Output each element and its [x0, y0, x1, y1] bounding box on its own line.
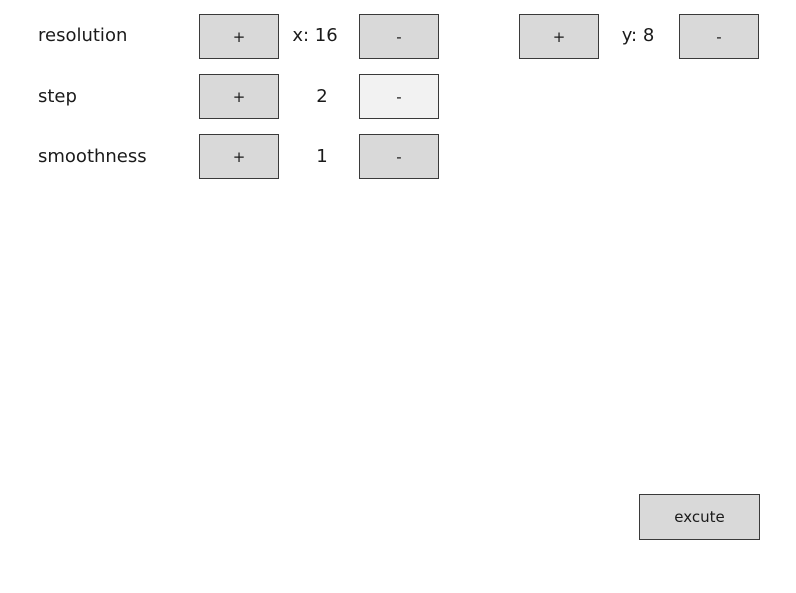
smoothness-plus-button[interactable]: +: [199, 134, 279, 179]
step-label: step: [38, 86, 77, 107]
resolution-y-value: y: 8: [621, 25, 655, 46]
smoothness-label: smoothness: [38, 146, 147, 167]
resolution-x-value: x: 16: [292, 25, 338, 46]
smoothness-minus-button[interactable]: -: [359, 134, 439, 179]
resolution-y-plus-button[interactable]: +: [519, 14, 599, 59]
resolution-x-minus-button[interactable]: -: [359, 14, 439, 59]
smoothness-value: 1: [316, 146, 328, 167]
resolution-label: resolution: [38, 25, 128, 46]
resolution-x-plus-button[interactable]: +: [199, 14, 279, 59]
step-minus-button[interactable]: -: [359, 74, 439, 119]
step-plus-button[interactable]: +: [199, 74, 279, 119]
step-value: 2: [316, 86, 328, 107]
execute-button[interactable]: excute: [639, 494, 760, 540]
resolution-y-minus-button[interactable]: -: [679, 14, 759, 59]
